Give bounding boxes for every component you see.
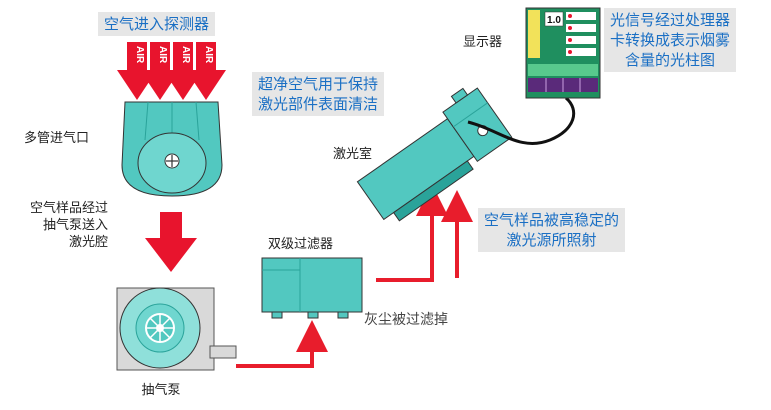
air-arrow-label: AIR (134, 46, 145, 64)
air-arrow-label: AIR (157, 46, 168, 64)
label-display: 显示器 (463, 35, 503, 50)
air-arrows: AIR AIR AIR AIR (117, 42, 226, 100)
note-clean-air-line: 激光部件表面清洁 (258, 95, 379, 113)
note-clean-air-line: 超净空气用于保持 (258, 75, 379, 93)
note-air-into-detector: 空气进入探测器 (98, 12, 216, 36)
display-readout: 1.0 (547, 15, 561, 26)
label-dust-filtered: 灰尘被过滤掉 (364, 312, 448, 328)
note-laser-illumination: 空气样品被高稳定的 激光源所照射 (478, 208, 626, 252)
pump (116, 287, 237, 371)
label-filter: 双级过滤器 (268, 237, 334, 252)
label-inlet: 多管进气口 (24, 131, 90, 146)
note-clean-air: 超净空气用于保持 激光部件表面清洁 (252, 72, 385, 116)
multi-pipe-inlet (121, 101, 223, 197)
label-laser-chamber: 激光室 (333, 147, 373, 162)
note-laser-line: 激光源所照射 (506, 231, 597, 249)
label-sample-path: 空气样品经过 抽气泵送入 激光腔 (8, 200, 108, 251)
air-arrow: AIR (186, 42, 226, 100)
air-arrow-label: AIR (203, 46, 214, 64)
note-signal-line: 光信号经过处理器 (610, 11, 731, 29)
signal-cable (467, 96, 576, 145)
note-signal-line: 卡转换成表示烟雾 (610, 31, 731, 49)
label-pump: 抽气泵 (141, 383, 181, 398)
label-sample-path-line: 空气样品经过 (29, 201, 108, 216)
label-sample-path-line: 抽气泵送入 (42, 218, 108, 233)
sample-flow-arrow (145, 212, 197, 272)
label-sample-path-line: 激光腔 (68, 235, 108, 250)
note-laser-line: 空气样品被高稳定的 (484, 211, 620, 229)
pump-to-filter-pipe (236, 320, 328, 368)
dual-filter (261, 257, 363, 319)
note-signal-processing: 光信号经过处理器 卡转换成表示烟雾 含量的光柱图 (604, 8, 737, 72)
filter-to-laser-pipe (376, 184, 448, 282)
display-unit: 1.0 (525, 7, 601, 99)
air-arrow-label: AIR (180, 46, 191, 64)
note-signal-line: 含量的光柱图 (625, 51, 716, 69)
